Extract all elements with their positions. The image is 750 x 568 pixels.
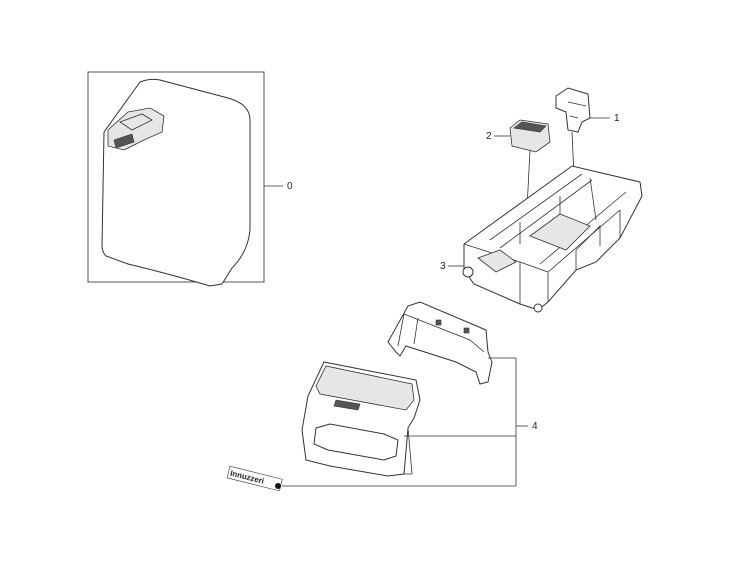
housing-right-wall xyxy=(575,210,621,270)
part-1-lever: 1 xyxy=(555,87,620,177)
housing-compartment-2 xyxy=(477,249,517,273)
handle-panel-shade xyxy=(315,365,415,411)
part-2-cap: 2 xyxy=(486,119,551,229)
inner-frame-outline xyxy=(387,301,493,385)
lever-body xyxy=(555,87,591,133)
callout-2-label: 2 xyxy=(486,131,492,142)
cap-top xyxy=(513,121,547,133)
housing-knob-left xyxy=(462,266,474,278)
badge-fastener xyxy=(275,483,281,489)
housing-compartment xyxy=(529,213,591,251)
badge-plate xyxy=(226,465,283,492)
drawer-panel-outline xyxy=(101,78,251,287)
mini-handle-slot xyxy=(113,133,135,149)
assembly-0-frame xyxy=(87,71,265,283)
part-4-handle-panel xyxy=(301,361,516,477)
handle-slot-upper xyxy=(333,399,361,411)
inner-frame-tab-b xyxy=(463,327,470,334)
callout-1-label: 1 xyxy=(614,113,620,124)
part-4-frame xyxy=(387,301,516,385)
callout-0-label: 0 xyxy=(287,181,293,192)
lever-detail xyxy=(567,101,587,119)
callout-4-label: 4 xyxy=(532,421,538,432)
callout-3-label: 3 xyxy=(440,261,446,272)
callout-4-group: 4 xyxy=(515,358,538,486)
part-3-housing: 3 xyxy=(440,165,643,313)
assembly-0-group: 0 xyxy=(87,71,293,287)
mini-handle-top xyxy=(119,113,153,131)
inner-frame-inner xyxy=(397,313,485,353)
housing-knob-bottom xyxy=(533,303,543,313)
inner-frame-tab-a xyxy=(435,319,442,326)
handle-grip-opening xyxy=(313,423,399,461)
